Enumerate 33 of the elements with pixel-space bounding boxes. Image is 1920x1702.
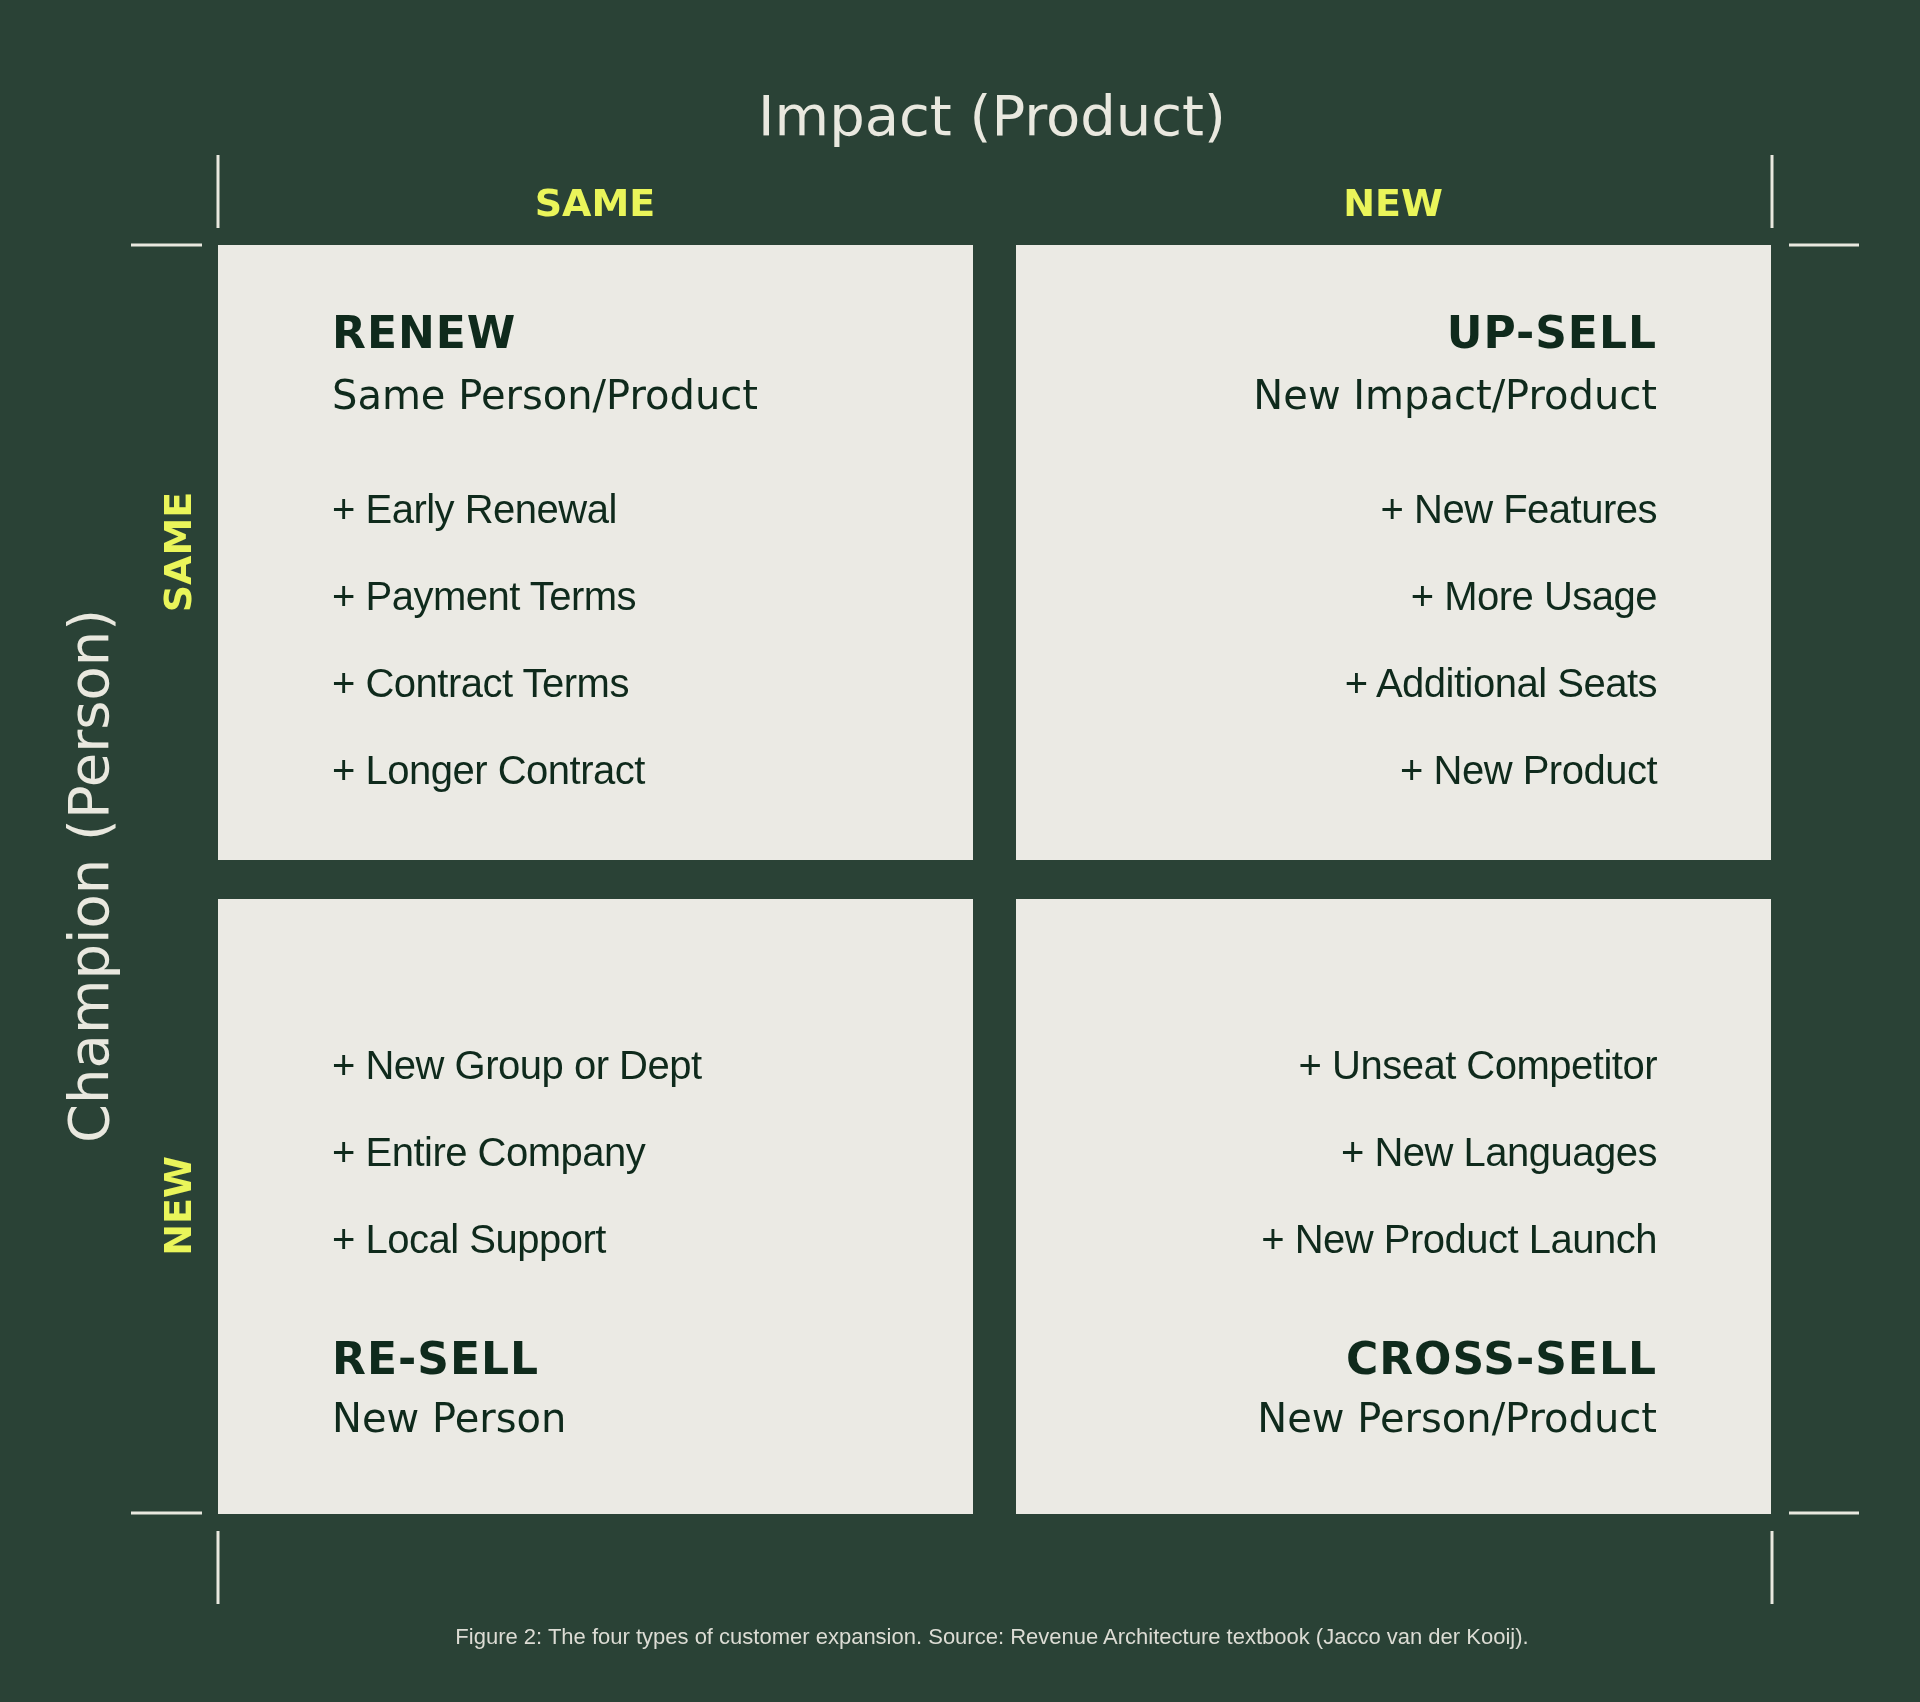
list-item: + New Features — [1380, 486, 1657, 533]
list-item: + New Product Launch — [1261, 1216, 1657, 1263]
quadrant-title: CROSS-SELL — [1345, 1333, 1657, 1385]
list-item: + Local Support — [332, 1216, 606, 1263]
list-item: + Entire Company — [332, 1129, 646, 1176]
list-item: + Longer Contract — [332, 747, 645, 794]
quadrant-subtitle: New Impact/Product — [1253, 371, 1657, 420]
axis-title: Champion (Person) — [56, 609, 122, 1143]
quadrant-panel — [218, 245, 973, 860]
list-item: + More Usage — [1410, 573, 1657, 620]
quadrant-title: RE-SELL — [332, 1333, 540, 1385]
list-item: + Contract Terms — [332, 660, 629, 707]
row-label: SAME — [155, 491, 201, 613]
quadrant-panel — [1016, 245, 1771, 860]
list-item: + Early Renewal — [332, 486, 617, 533]
quadrant-subtitle: New Person — [332, 1394, 567, 1443]
list-item: + New Product — [1400, 747, 1657, 794]
quadrant-panel — [1016, 899, 1771, 1514]
axis-title: Impact (Product) — [758, 83, 1226, 149]
quadrant-subtitle: Same Person/Product — [332, 371, 758, 420]
quadrant-title: UP-SELL — [1446, 307, 1657, 359]
quadrant-panel — [218, 899, 973, 1514]
list-item: + New Languages — [1340, 1129, 1657, 1176]
quadrant-subtitle: New Person/Product — [1257, 1394, 1657, 1443]
quadrant-title: RENEW — [332, 307, 517, 359]
caption: Figure 2: The four types of customer expansion. Source: Revenue Architecture textbook (Jacco van der Kooij). — [455, 1624, 1529, 1650]
column-label: SAME — [534, 180, 656, 226]
row-label: NEW — [155, 1156, 201, 1256]
column-label: NEW — [1343, 180, 1443, 226]
list-item: + New Group or Dept — [332, 1042, 702, 1089]
list-item: + Payment Terms — [332, 573, 637, 620]
list-item: + Unseat Competitor — [1298, 1042, 1657, 1089]
list-item: + Additional Seats — [1344, 660, 1657, 707]
